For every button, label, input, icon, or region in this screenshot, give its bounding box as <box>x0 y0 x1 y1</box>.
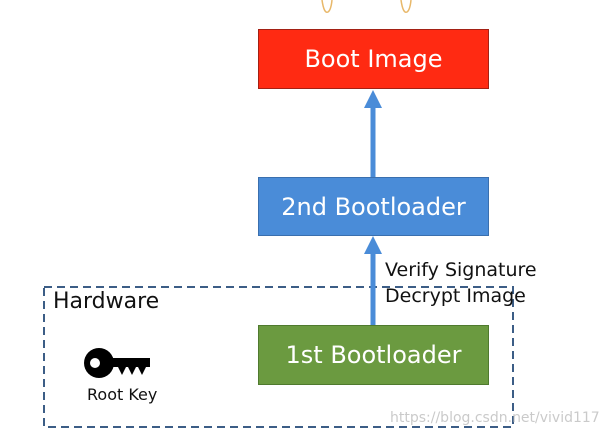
arrow-second-to-boot-image <box>364 90 382 177</box>
boot-image-box: Boot Image <box>258 29 489 89</box>
verify-signature-label: Verify Signature <box>385 259 537 281</box>
decrypt-image-label: Decrypt Image <box>385 285 526 307</box>
boot-image-label: Boot Image <box>304 45 443 73</box>
first-bootloader-box: 1st Bootloader <box>258 325 489 385</box>
watermark-text: https://blog.csdn.net/vivid117 <box>390 410 600 426</box>
first-bootloader-label: 1st Bootloader <box>285 341 462 369</box>
root-key-label: Root Key <box>87 385 158 404</box>
hardware-label: Hardware <box>53 289 160 314</box>
top-decoration <box>321 0 412 13</box>
second-bootloader-box: 2nd Bootloader <box>258 177 489 236</box>
arrow-first-to-second <box>364 236 382 325</box>
key-icon <box>84 348 150 378</box>
second-bootloader-label: 2nd Bootloader <box>281 192 466 221</box>
hardware-boundary <box>43 286 514 428</box>
